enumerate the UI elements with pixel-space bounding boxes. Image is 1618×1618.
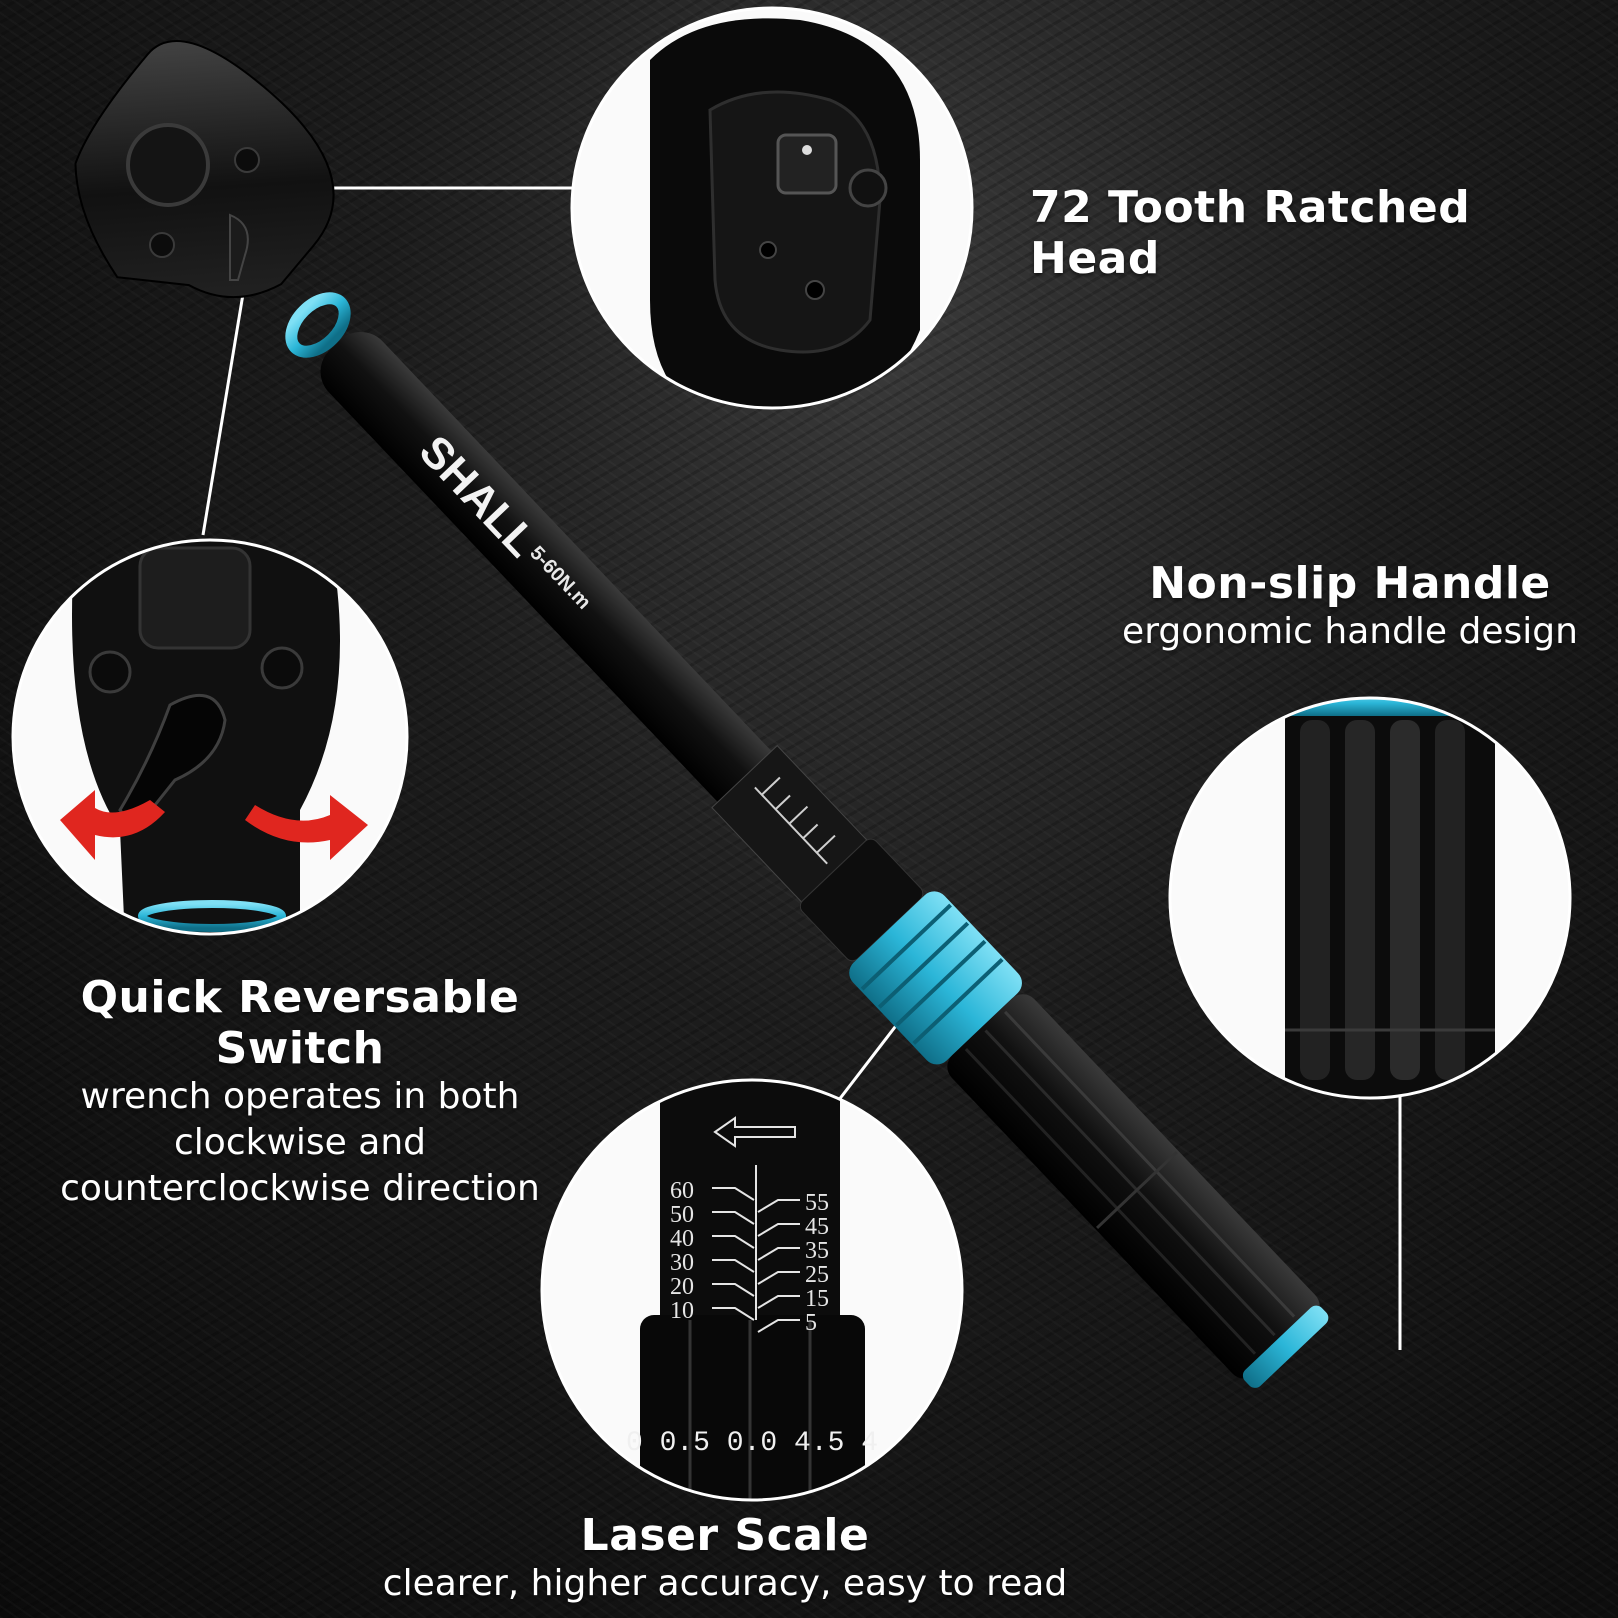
scale-tick-label: 45: [805, 1214, 829, 1240]
square-drive-boss: [126, 123, 210, 207]
reverse-lever: [229, 213, 249, 281]
zoom-reverse-switch: [11, 538, 409, 936]
callout-subtitle: ergonomic handle design: [1122, 611, 1578, 652]
callout-handle: Non-slip Handle ergonomic handle design: [1090, 558, 1610, 655]
arrow-left-icon: [713, 1116, 796, 1148]
scale-tick-mark: [712, 1259, 755, 1273]
blue-neck-ring: [285, 292, 351, 358]
curved-arrow-left-icon: [60, 790, 165, 860]
scale-tick-label: 40: [670, 1226, 694, 1252]
switch-lever: [118, 694, 227, 833]
scale-tick-label: 20: [670, 1274, 694, 1300]
torque-wrench: SHALL 5-60N.m: [74, 40, 1329, 1388]
scale-tick-label: 30: [670, 1250, 694, 1276]
scale-tick-mark: [712, 1211, 755, 1225]
callout-laser-scale: Laser Scale clearer, higher accuracy, ea…: [300, 1510, 1150, 1607]
callout-subtitle-line: clockwise and: [174, 1122, 426, 1163]
callout-title: Laser Scale: [580, 1510, 870, 1561]
scale-tick-mark: [757, 1247, 800, 1261]
scale-tick-mark: [712, 1307, 755, 1321]
scale-tick-label: 25: [805, 1262, 829, 1288]
callout-subtitle: clearer, higher accuracy, easy to read: [382, 1563, 1068, 1604]
drive-boss: [138, 546, 252, 650]
callout-subtitle-line: counterclockwise direction: [60, 1168, 540, 1209]
zoom-ratchet-head: [570, 6, 974, 410]
head-screw: [149, 232, 175, 258]
zoom-non-slip-handle: [1168, 696, 1572, 1100]
callout-reverse-switch: Quick Reversable Switch wrench operates …: [0, 972, 600, 1212]
scale-tick-label: 5: [805, 1310, 817, 1336]
scale-tick-mark: [757, 1271, 800, 1285]
dial-readout: 0 0.5 0.0 4.5 4: [626, 1428, 878, 1459]
scale-tick-label: 15: [805, 1286, 829, 1312]
scale-tick-label: 55: [805, 1190, 829, 1216]
scale-tick-mark: [757, 1295, 800, 1309]
scale-tick-mark: [712, 1235, 755, 1249]
head-screw: [234, 147, 260, 173]
callout-subtitle-line: wrench operates in both: [80, 1076, 520, 1117]
blue-neck-ring: [138, 900, 286, 932]
callout-title: 72 Tooth Ratched Head: [1030, 182, 1471, 284]
scale-tick-label: 60: [670, 1178, 694, 1204]
scale-tick-mark: [712, 1283, 755, 1297]
scale-tick-mark: [757, 1199, 800, 1213]
square-drive: [776, 133, 838, 195]
end-cap-ring: [1242, 1305, 1329, 1388]
callout-title: Quick Reversable Switch: [80, 972, 520, 1074]
scale-tick-mark: [757, 1223, 800, 1237]
scale-tick-mark: [757, 1319, 800, 1333]
curved-arrow-right-icon: [245, 795, 368, 860]
scale-tick-mark: [712, 1187, 755, 1201]
scale-tick-label: 35: [805, 1238, 829, 1264]
scale-tick-label: 50: [670, 1202, 694, 1228]
callout-title: Non-slip Handle: [1149, 558, 1551, 609]
callout-ratchet-head: 72 Tooth Ratched Head: [1030, 182, 1610, 284]
switch-callout-line: [201, 281, 247, 536]
scale-tick-label: 10: [670, 1298, 694, 1324]
blue-lock-ring: [849, 891, 1022, 1065]
